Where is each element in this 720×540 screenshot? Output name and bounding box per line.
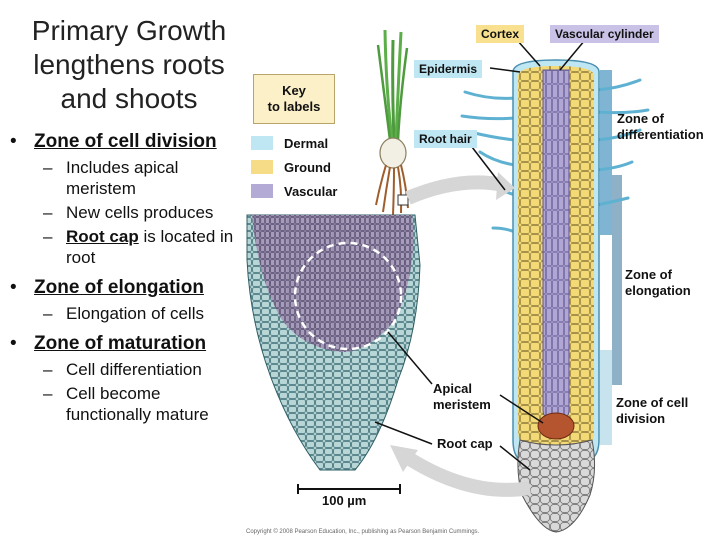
sub-bullet-text: Cell become functionally mature — [66, 384, 209, 424]
label-root-cap: Root cap — [437, 436, 493, 451]
sub-bullet: –Cell differentiation — [43, 360, 202, 379]
label-apical-meristem: Apical meristem — [433, 381, 491, 413]
bullet-zone-cell-division: •Zone of cell division — [10, 131, 217, 152]
bullet-label: Zone of maturation — [34, 333, 207, 354]
label-zone-cell-division-line-2: division — [616, 411, 666, 426]
sub-bullet: –Elongation of cells — [43, 304, 204, 323]
key-label-dermal: Dermal — [284, 136, 329, 151]
label-epidermis: Epidermis — [414, 60, 483, 78]
scale-bar-line — [297, 484, 401, 494]
sub-bullet-text: New cells produces — [66, 203, 214, 222]
label-zone-differentiation-line-2: differentiation — [617, 127, 704, 142]
slide-title: Primary Growth lengthens roots and shoot… — [8, 14, 250, 116]
title-line-2: lengthens roots — [33, 49, 225, 80]
label-apical-meristem-line-2: meristem — [433, 397, 491, 412]
vascular-cylinder-region — [542, 69, 570, 423]
key-box: Key to labels — [253, 74, 335, 124]
sub-bullet-text: Includes apical meristem — [66, 158, 179, 198]
label-zone-differentiation: Zone of differentiation — [617, 111, 704, 143]
label-zone-cell-division-line-1: Zone of cell — [616, 395, 689, 410]
label-zone-elongation-line-1: Zone of — [625, 267, 672, 282]
label-vascular-cylinder: Vascular cylinder — [550, 25, 659, 43]
key-title-line-2: to labels — [267, 99, 321, 114]
key-swatch-vascular — [251, 184, 273, 198]
leader-lines — [374, 39, 586, 471]
apical-meristem — [537, 412, 575, 440]
key-label-vascular: Vascular — [284, 184, 338, 199]
key-label-ground: Ground — [284, 160, 331, 175]
sub-bullet-bold: Root cap — [66, 227, 139, 246]
seedling-illustration — [375, 29, 409, 216]
bullet-label: Zone of cell division — [34, 131, 217, 152]
scale-bar-label: 100 µm — [322, 493, 367, 508]
bullet-zone-maturation: •Zone of maturation — [10, 333, 207, 354]
key-title-line-1: Key — [282, 83, 306, 98]
label-zone-cell-division: Zone of cell division — [616, 395, 688, 427]
label-cortex: Cortex — [476, 25, 525, 43]
copyright-notice: Copyright © 2008 Pearson Education, Inc.… — [246, 529, 480, 535]
title-line-1: Primary Growth — [31, 15, 227, 46]
sub-bullet-text: Elongation of cells — [66, 304, 204, 323]
sub-bullet: –Includes apical meristem — [10, 157, 242, 199]
title-line-3: and shoots — [60, 83, 198, 114]
sub-bullet-text: Cell differentiation — [66, 360, 202, 379]
sub-bullet-text: is located in root — [66, 227, 234, 267]
label-zone-elongation: Zone of elongation — [625, 267, 691, 299]
label-root-hair: Root hair — [414, 130, 477, 148]
zone-elongation-bar — [612, 175, 622, 385]
bullet-list: •Zone of cell division –Includes apical … — [10, 130, 242, 428]
label-zone-elongation-line-2: elongation — [625, 283, 691, 298]
sub-bullet: –New cells produces — [43, 203, 214, 222]
zone-differentiation-bar — [600, 70, 612, 235]
label-zone-differentiation-line-1: Zone of — [617, 111, 664, 126]
root-tip-micrograph — [246, 214, 421, 471]
zone-cell-division-bar — [600, 350, 612, 445]
bullet-zone-elongation: •Zone of elongation — [10, 277, 204, 298]
sub-bullet: –Cell become functionally mature — [10, 383, 242, 425]
label-apical-meristem-line-1: Apical — [433, 381, 473, 396]
bullet-label: Zone of elongation — [34, 277, 204, 298]
key-swatch-ground — [251, 160, 273, 174]
sub-bullet: –Root cap is located in root — [43, 227, 234, 267]
key-swatch-dermal — [251, 136, 273, 150]
